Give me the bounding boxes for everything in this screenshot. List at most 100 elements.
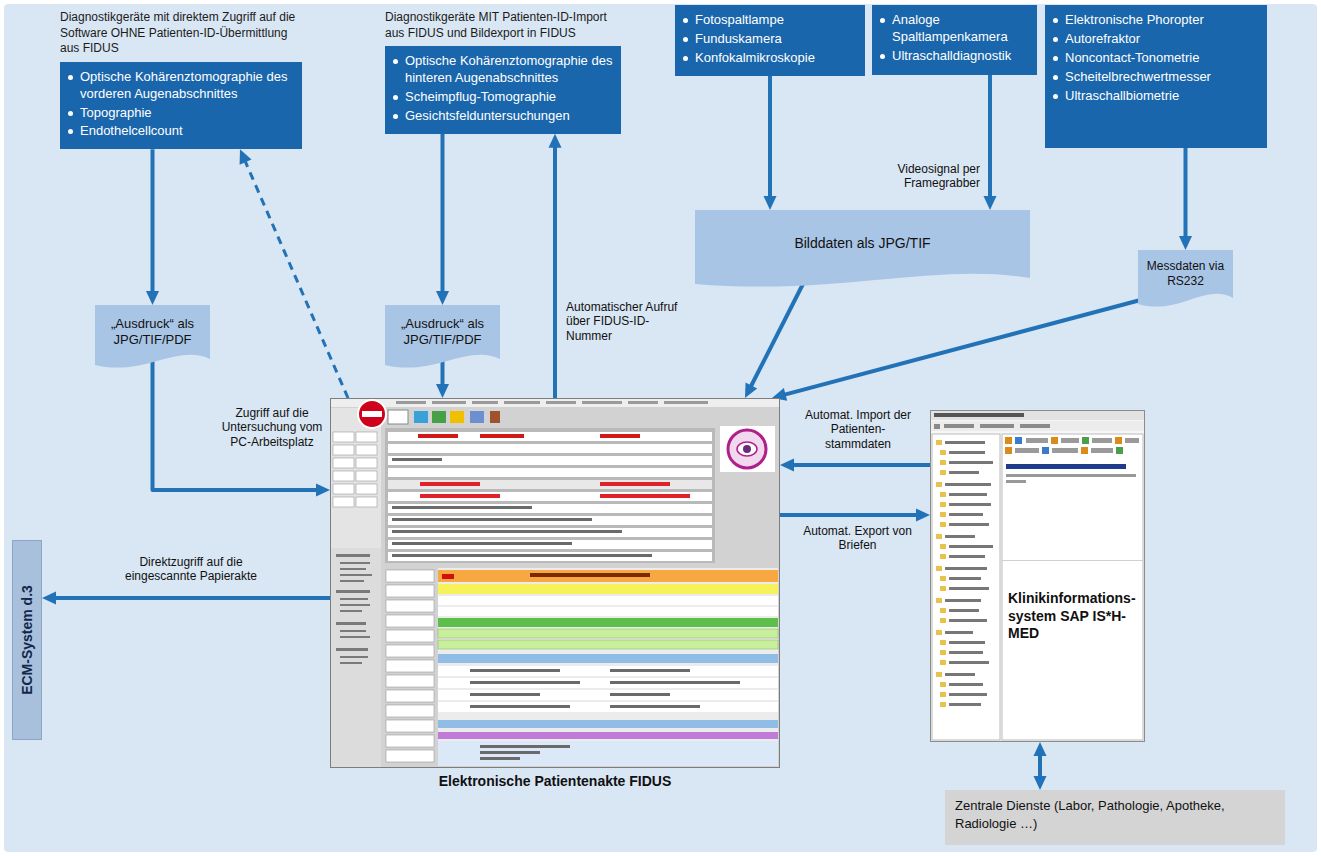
system-name: ECM-System d.3 <box>19 585 35 695</box>
decor-rect <box>438 618 778 627</box>
bullet-dot <box>393 95 398 100</box>
decor-rect <box>340 574 372 576</box>
decor-rect <box>450 411 464 423</box>
decor-g <box>333 432 377 507</box>
decor-rect <box>392 554 652 557</box>
decor-rect <box>949 461 993 464</box>
connector-arrow <box>764 76 777 210</box>
decor-rect <box>438 678 778 688</box>
connector-line <box>441 361 445 387</box>
bullet-dot <box>683 56 688 61</box>
service-text: Zentrale Dienste (Labor, Pathologie, Apo… <box>955 797 1275 832</box>
decor-rect <box>392 458 442 461</box>
decor-rect <box>333 432 354 442</box>
device-name: Scheimpflug-Tomographie <box>405 89 613 106</box>
decor-ellipse <box>737 442 757 456</box>
arrow-head <box>42 592 56 605</box>
document-fill <box>385 305 500 368</box>
bullet-item: Ultraschallbiometrie <box>1053 88 1259 105</box>
decor-rect <box>940 640 946 645</box>
decor-rect <box>470 705 570 708</box>
decor-rect <box>438 690 778 700</box>
bullet-item: Fotospaltlampe <box>683 12 857 29</box>
device-name: Funduskamera <box>695 31 857 48</box>
bullet-item: Optische Kohärenztomographie des vordere… <box>68 69 294 103</box>
connector-line <box>53 596 330 600</box>
device-name: Ultraschallbiometrie <box>1065 88 1259 105</box>
decor-rect <box>1125 438 1139 443</box>
decor-g <box>388 432 712 561</box>
decor-rect <box>490 411 500 423</box>
decor-rect <box>940 460 946 465</box>
decor-rect <box>388 504 712 513</box>
screenshot-frame: Klinikinformations-system SAP IS*H-MED <box>930 410 1145 742</box>
decor-rect <box>331 548 381 767</box>
decor-rect <box>392 542 572 545</box>
decor-rect <box>388 528 712 537</box>
bullet-item: Topographie <box>68 105 294 122</box>
decor-rect <box>936 598 942 603</box>
decor-rect <box>388 456 712 465</box>
device-name: Endothelcellcount <box>80 123 294 140</box>
bullet-item: Noncontact-Tonometrie <box>1053 50 1259 67</box>
connector-arrow <box>1179 148 1192 250</box>
decor-circle <box>743 445 751 453</box>
decor-rect <box>480 751 540 754</box>
arrow-head <box>240 149 252 164</box>
decor-rect <box>931 421 1144 431</box>
document-fill <box>695 210 1030 287</box>
device-name: Elektronische Phoropter <box>1065 12 1259 29</box>
connector-line <box>553 145 557 398</box>
decor-rect <box>940 608 946 613</box>
connector-arrow <box>780 459 930 472</box>
bullet-item: Scheimpflug-Tomographie <box>393 89 613 106</box>
decor-rect <box>600 482 670 486</box>
device-name: Konfokalmikroskopie <box>695 50 857 67</box>
decor-rect <box>420 482 480 486</box>
document-text: „Ausdruck“ als JPG/TIF/PDF <box>385 305 500 348</box>
connector-arrow <box>42 592 330 605</box>
decor-rect <box>340 562 370 564</box>
arrow-head <box>316 484 330 497</box>
decor-rect <box>362 411 382 417</box>
device-name: Topographie <box>80 105 294 122</box>
decor-rect <box>388 410 408 424</box>
device-name: Optische Kohärenztomographie des hintere… <box>405 53 613 87</box>
device-name: Autorefraktor <box>1065 31 1259 48</box>
decor-rect <box>940 512 946 517</box>
connector-arrow <box>153 361 331 497</box>
device-name: Analoge Spaltlampenkamera <box>892 12 1029 46</box>
bullet-dot <box>1053 56 1058 61</box>
decor-rect <box>949 513 983 516</box>
decor-rect <box>438 568 778 766</box>
decor-rect <box>949 577 981 580</box>
connector-line <box>780 513 919 517</box>
fidus-screenshot <box>330 398 780 768</box>
decor-rect <box>980 424 1014 428</box>
connector-arrow <box>1034 742 1047 790</box>
decor-rect <box>442 574 454 579</box>
decor-rect <box>1061 438 1079 443</box>
decor-rect <box>418 434 458 438</box>
device-box: Optische Kohärenztomographie des vordere… <box>60 62 302 150</box>
decor-rect <box>940 576 946 581</box>
decor-rect <box>628 401 658 404</box>
decor-rect <box>940 554 946 559</box>
software-screen: Elektronische Patientenakte FIDUS <box>330 398 780 789</box>
bullet-item: Autorefraktor <box>1053 31 1259 48</box>
decor-rect <box>936 482 942 487</box>
kis-screenshot <box>930 410 1145 742</box>
decor-rect <box>949 523 989 526</box>
decor-rect <box>396 401 426 404</box>
decor-rect <box>340 610 362 612</box>
decor-rect <box>388 468 712 477</box>
connector-line <box>791 463 930 467</box>
decor-g <box>1005 447 1123 454</box>
decor-rect <box>1051 437 1058 444</box>
bullet-dot <box>880 18 885 23</box>
decor-g <box>934 424 1050 429</box>
decor-rect <box>940 618 946 623</box>
device-name: Gesichtsfelduntersuchungen <box>405 108 613 125</box>
bullet-item: Elektronische Phoropter <box>1053 12 1259 29</box>
decor-rect <box>936 566 942 571</box>
